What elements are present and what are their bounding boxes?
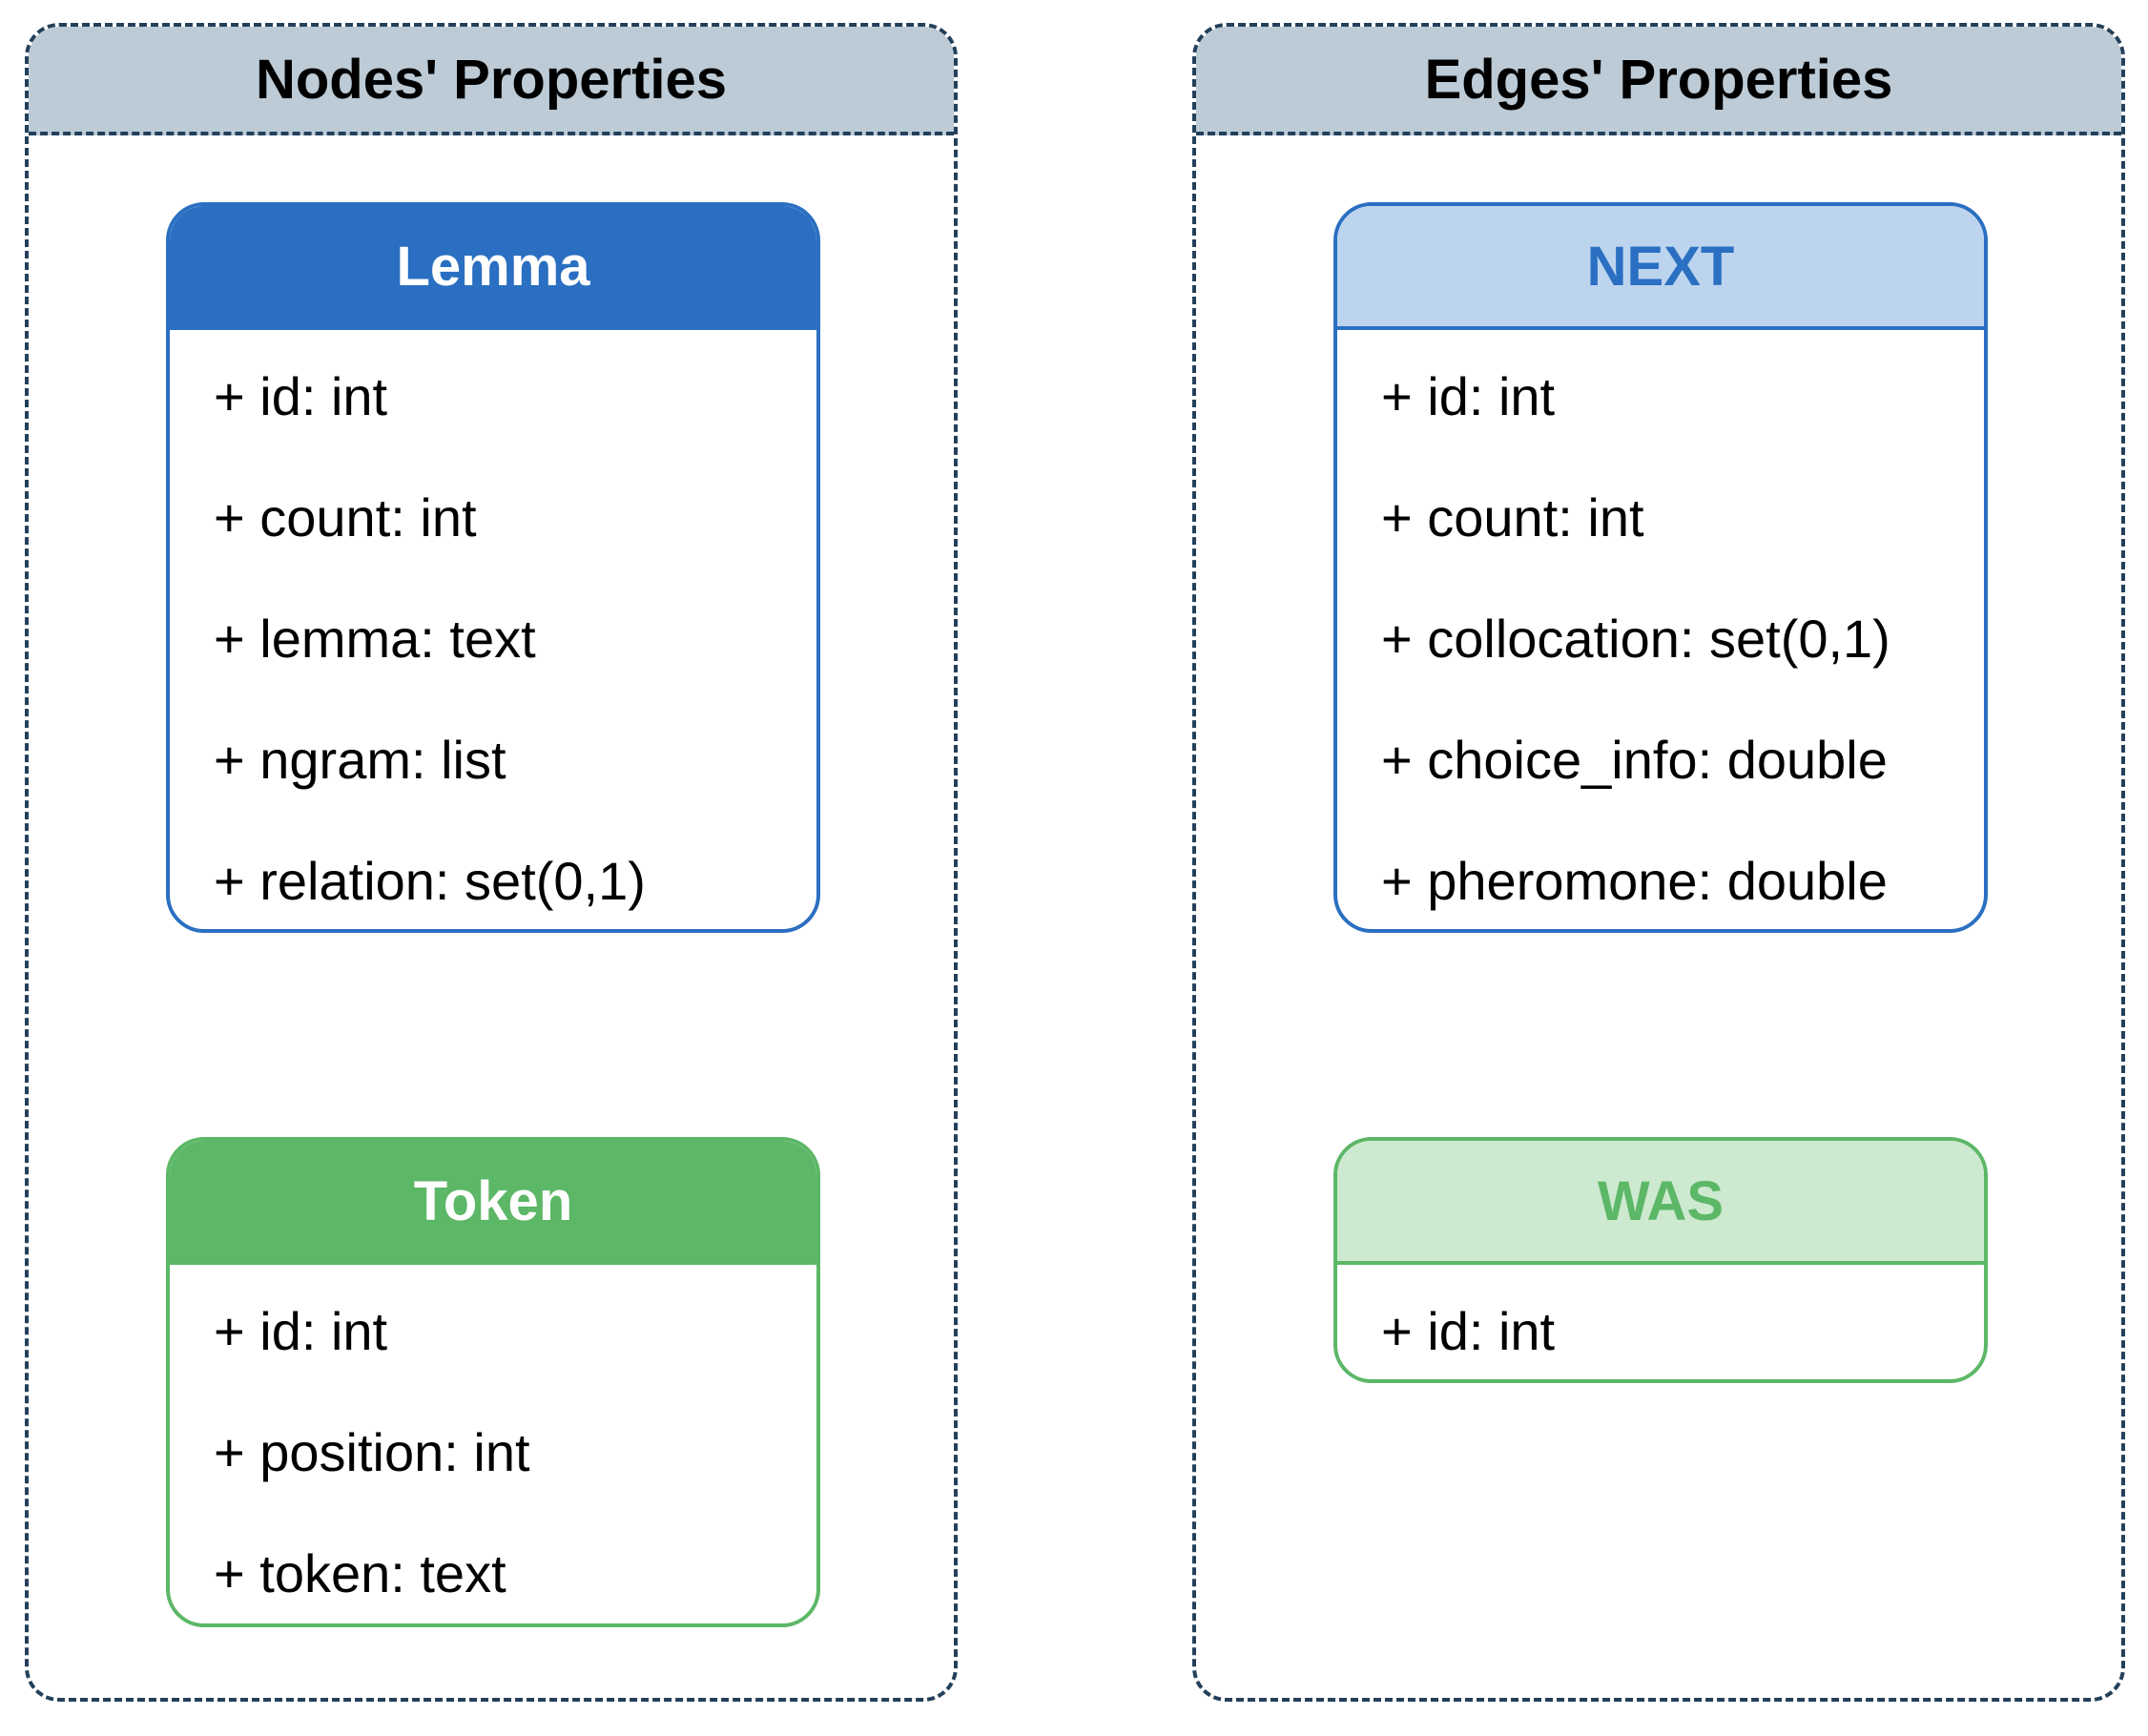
lemma-fields: + id: int + count: int + lemma: text + n… — [170, 330, 816, 929]
lemma-field-id: + id: int — [214, 366, 388, 426]
token-field-id: + id: int — [214, 1301, 388, 1361]
was-fields: + id: int — [1337, 1265, 1984, 1379]
was-entity-title: WAS — [1337, 1141, 1984, 1265]
was-field-id: + id: int — [1381, 1301, 1556, 1361]
lemma-field-ngram: + ngram: list — [214, 730, 506, 790]
token-field-position: + position: int — [214, 1422, 530, 1482]
edges-properties-panel: Edges' Properties NEXT + id: int + count… — [1192, 23, 2125, 1702]
next-field-count: + count: int — [1381, 487, 1644, 548]
next-field-collocation: + collocation: set(0,1) — [1381, 609, 1890, 669]
next-field-id: + id: int — [1381, 366, 1556, 426]
next-field-choice-info: + choice_info: double — [1381, 730, 1888, 790]
lemma-field-count: + count: int — [214, 487, 477, 548]
token-entity: Token + id: int + position: int + token:… — [166, 1137, 820, 1627]
lemma-entity-title: Lemma — [170, 206, 816, 330]
edges-panel-title: Edges' Properties — [1196, 27, 2121, 135]
token-fields: + id: int + position: int + token: text — [170, 1265, 816, 1623]
next-fields: + id: int + count: int + collocation: se… — [1337, 330, 1984, 929]
token-entity-title: Token — [170, 1141, 816, 1265]
nodes-panel-title: Nodes' Properties — [29, 27, 954, 135]
next-entity-title: NEXT — [1337, 206, 1984, 330]
token-field-token: + token: text — [214, 1543, 506, 1603]
next-entity: NEXT + id: int + count: int + collocatio… — [1333, 202, 1988, 933]
was-entity: WAS + id: int — [1333, 1137, 1988, 1383]
nodes-properties-panel: Nodes' Properties Lemma + id: int + coun… — [25, 23, 958, 1702]
next-field-pheromone: + pheromone: double — [1381, 851, 1888, 911]
lemma-field-lemma: + lemma: text — [214, 609, 536, 669]
lemma-field-relation: + relation: set(0,1) — [214, 851, 646, 911]
lemma-entity: Lemma + id: int + count: int + lemma: te… — [166, 202, 820, 933]
